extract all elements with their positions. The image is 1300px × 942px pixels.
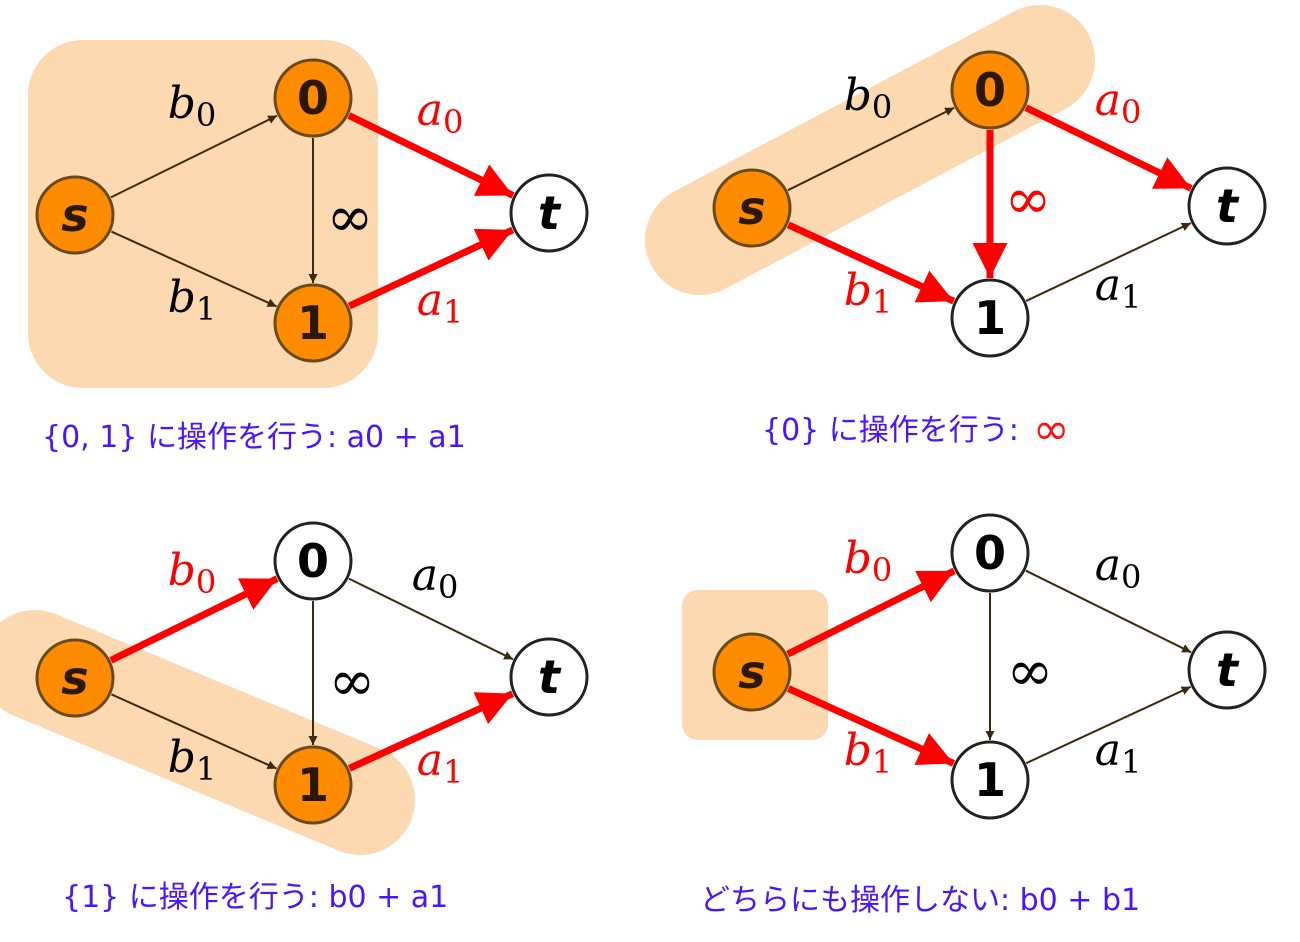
caption-1: {0} に操作を行う: ∞ bbox=[762, 404, 1070, 455]
node-label-n1: 1 bbox=[974, 291, 1006, 345]
edge-b1-cut bbox=[786, 221, 956, 305]
edge-label-b0: b0 bbox=[168, 545, 217, 601]
edge-label-b1: b1 bbox=[168, 732, 217, 788]
node-n1 bbox=[950, 740, 1030, 820]
edge-a0 bbox=[348, 577, 514, 661]
node-label-t: t bbox=[538, 650, 562, 704]
panel-1: b0 b1 ∞ a0 a1 s 0 1 t bbox=[645, 5, 1267, 358]
node-label-s: s bbox=[61, 651, 88, 705]
edge-label-a1: a1 bbox=[417, 735, 464, 791]
node-label-n0: 0 bbox=[297, 534, 329, 588]
caption-text: どちらにも操作しない: b0 + b1 bbox=[700, 883, 1141, 918]
node-n1 bbox=[950, 278, 1030, 358]
edge-label-b1: b1 bbox=[168, 272, 217, 328]
caption-3: どちらにも操作しない: b0 + b1 bbox=[700, 875, 1140, 919]
edge-b0-cut bbox=[786, 567, 956, 658]
edge-label-a0: a0 bbox=[412, 550, 459, 606]
node-t bbox=[1187, 630, 1267, 710]
edge-a1 bbox=[1025, 222, 1192, 302]
node-label-n1: 1 bbox=[974, 753, 1006, 807]
panel-2: b0 b1 ∞ a0 a1 s 0 1 t bbox=[0, 521, 589, 855]
node-t bbox=[509, 637, 589, 717]
node-n0 bbox=[273, 58, 353, 138]
node-n0 bbox=[950, 50, 1030, 130]
edge-label-inf: ∞ bbox=[1005, 167, 1052, 232]
edge-b1 bbox=[111, 693, 277, 770]
edge-label-b0: b0 bbox=[168, 78, 217, 134]
edge-b1-cut bbox=[786, 685, 956, 767]
edge-b1 bbox=[111, 230, 277, 308]
edge-a0-cut bbox=[1024, 104, 1193, 192]
edge-label-b0: b0 bbox=[844, 70, 893, 126]
edge-b0-cut bbox=[109, 575, 279, 664]
edge-label-b1: b1 bbox=[844, 725, 893, 781]
panel-0: b0 b1 ∞ a0 a1 s 0 1 t bbox=[28, 40, 589, 388]
edge-label-a1: a1 bbox=[1095, 725, 1142, 781]
panel-3: b0 b1 ∞ a0 a1 s 0 1 t bbox=[682, 513, 1267, 820]
node-s bbox=[712, 168, 792, 248]
node-label-n1: 1 bbox=[297, 296, 329, 350]
node-t bbox=[1187, 166, 1267, 246]
node-label-t: t bbox=[1216, 643, 1240, 697]
node-label-s: s bbox=[738, 645, 765, 699]
edge-label-a0: a0 bbox=[1095, 540, 1142, 596]
node-s bbox=[35, 175, 115, 255]
caption-text: {1} に操作を行う: b0 + a1 bbox=[62, 880, 449, 915]
node-label-s: s bbox=[61, 188, 88, 242]
edge-label-a0: a0 bbox=[417, 85, 464, 141]
edge-a1-cut bbox=[347, 690, 515, 772]
caption-text: {0} に操作を行う: bbox=[762, 413, 1019, 448]
edge-a0-cut bbox=[347, 112, 515, 199]
caption-infinity: ∞ bbox=[1032, 404, 1070, 455]
node-n0 bbox=[273, 521, 353, 601]
node-label-t: t bbox=[538, 186, 562, 240]
edge-label-a1: a1 bbox=[1095, 260, 1142, 316]
edge-label-b0: b0 bbox=[844, 533, 893, 589]
node-n0 bbox=[950, 513, 1030, 593]
edge-label-inf: ∞ bbox=[1007, 639, 1054, 704]
caption-text: {0, 1} に操作を行う: a0 + a1 bbox=[42, 420, 466, 455]
node-s bbox=[35, 638, 115, 718]
node-label-n0: 0 bbox=[297, 71, 329, 125]
edge-a1 bbox=[1025, 685, 1192, 765]
node-n1 bbox=[273, 745, 353, 825]
node-t bbox=[509, 173, 589, 253]
edge-b0 bbox=[110, 114, 278, 199]
edge-b0 bbox=[787, 106, 955, 192]
edge-label-a1: a1 bbox=[417, 275, 464, 331]
caption-0: {0, 1} に操作を行う: a0 + a1 bbox=[42, 412, 466, 456]
edge-label-b1: b1 bbox=[844, 265, 893, 321]
edge-a0 bbox=[1025, 569, 1192, 654]
edge-label-inf: ∞ bbox=[327, 185, 374, 250]
node-label-n0: 0 bbox=[974, 63, 1006, 117]
edge-label-inf: ∞ bbox=[329, 649, 376, 714]
caption-2: {1} に操作を行う: b0 + a1 bbox=[62, 872, 448, 916]
node-label-n0: 0 bbox=[974, 526, 1006, 580]
node-label-s: s bbox=[738, 181, 765, 235]
node-s bbox=[712, 632, 792, 712]
node-label-n1: 1 bbox=[297, 758, 329, 812]
edge-a1-cut bbox=[347, 226, 515, 310]
edge-label-a0: a0 bbox=[1095, 75, 1142, 131]
node-label-t: t bbox=[1216, 179, 1240, 233]
node-n1 bbox=[273, 283, 353, 363]
